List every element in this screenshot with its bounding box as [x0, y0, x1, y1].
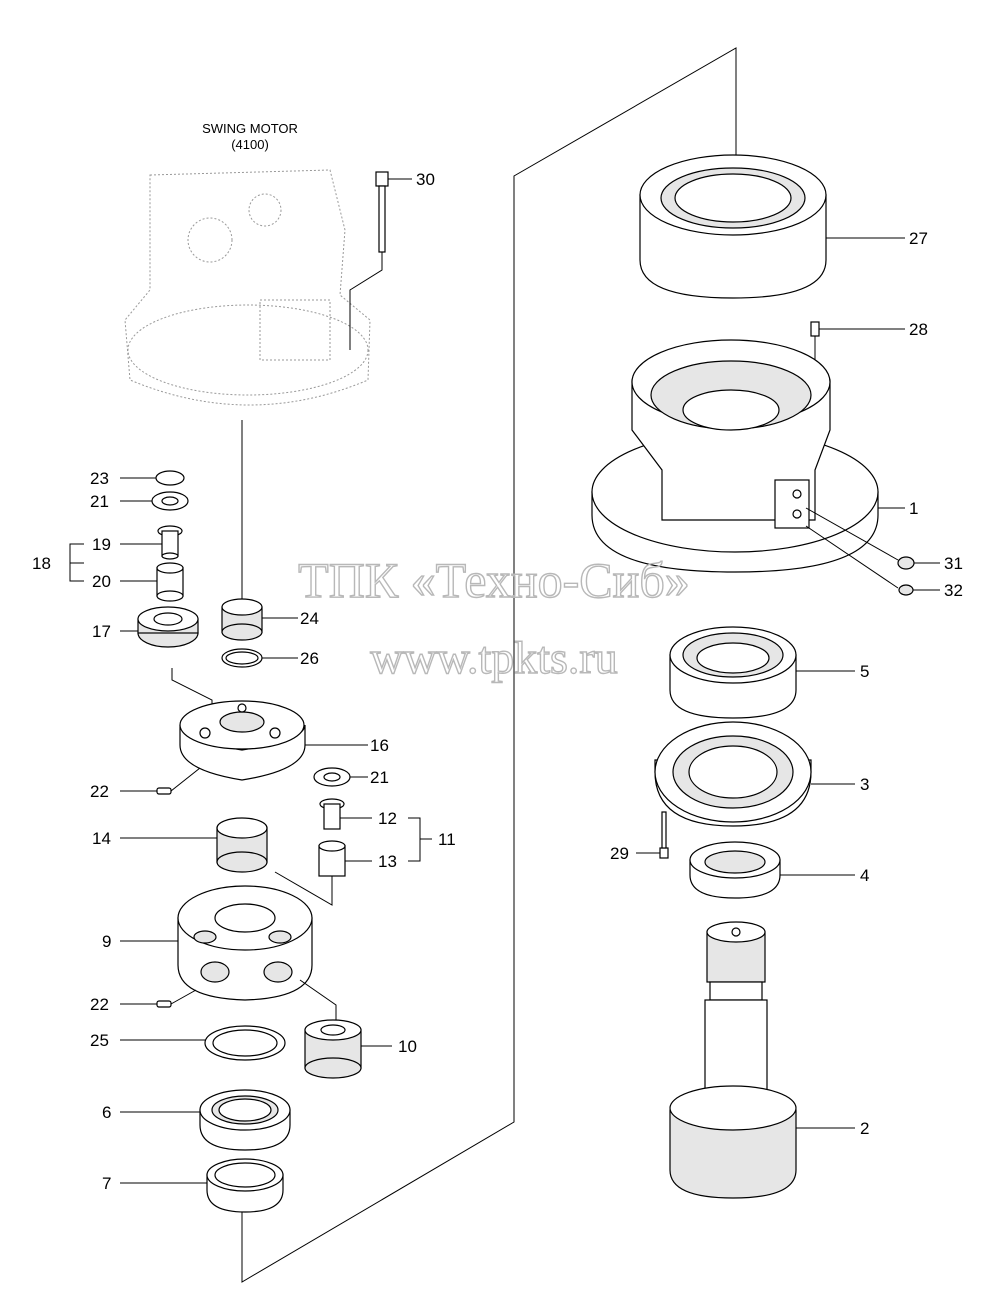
- part-7-ring: [206, 1158, 284, 1213]
- part-28-pin: [810, 321, 820, 337]
- callout-24: 24: [300, 609, 319, 628]
- callout-25: 25: [90, 1031, 109, 1050]
- callout-18: 18: [32, 554, 51, 573]
- part-22-pin-top: [156, 787, 172, 795]
- part-21-washer-mid: [313, 767, 351, 787]
- callout-10: 10: [398, 1037, 417, 1056]
- callout-14: 14: [92, 829, 111, 848]
- part-26-ring: [221, 648, 263, 668]
- callout-29: 29: [610, 844, 629, 863]
- part-2-pinion-shaft: [669, 921, 797, 1199]
- part-19-pin: [157, 525, 183, 560]
- callout-21: 21: [90, 492, 109, 511]
- watermark-company: ТПК «Техно-Сиб»: [298, 552, 690, 608]
- callout-26: 26: [300, 649, 319, 668]
- part-29-screw: [659, 811, 669, 859]
- swing-motor-title: SWING MOTOR: [202, 121, 298, 136]
- callout-5: 5: [860, 662, 869, 681]
- callout-6: 6: [102, 1103, 111, 1122]
- part-1-housing: [591, 339, 879, 573]
- callout-7: 7: [102, 1174, 111, 1193]
- callout-31: 31: [944, 554, 963, 573]
- callout-30: 30: [416, 170, 435, 189]
- callout-21-mid: 21: [370, 768, 389, 787]
- part-16-carrier: [179, 700, 306, 781]
- part-21-washer-top: [151, 491, 189, 511]
- callout-23: 23: [90, 469, 109, 488]
- part-10-planet-gear: [304, 1019, 362, 1079]
- part-22-pin-bottom: [156, 1000, 172, 1008]
- callout-12: 12: [378, 809, 397, 828]
- part-12-pin: [319, 798, 345, 830]
- callout-20: 20: [92, 572, 111, 591]
- part-32-plug: [898, 584, 914, 596]
- callout-22: 22: [90, 782, 109, 801]
- part-24-sun-gear: [221, 598, 263, 641]
- callout-2: 2: [860, 1119, 869, 1138]
- callout-1: 1: [909, 499, 918, 518]
- callout-16: 16: [370, 736, 389, 755]
- part-13-bushing: [318, 840, 346, 877]
- callout-27: 27: [909, 229, 928, 248]
- part-27-ring-gear: [639, 154, 827, 299]
- part-31-plug: [897, 556, 915, 570]
- callout-9: 9: [102, 932, 111, 951]
- callout-28: 28: [909, 320, 928, 339]
- part-14-sun-gear: [216, 817, 268, 873]
- part-3-seal-plate: [654, 721, 812, 827]
- part-30-bolt: [349, 171, 412, 350]
- part-6-bearing: [199, 1089, 291, 1151]
- part-9-carrier: [177, 885, 313, 1001]
- callout-17: 17: [92, 622, 111, 641]
- callout-11: 11: [438, 830, 456, 849]
- part-25-thrust-washer: [204, 1025, 286, 1061]
- swing-motor-ghost: [124, 169, 371, 406]
- part-5-roller-bearing: [669, 626, 797, 719]
- part-20-bushing: [156, 562, 184, 602]
- callout-19: 19: [92, 535, 111, 554]
- callout-3: 3: [860, 775, 869, 794]
- callout-13: 13: [378, 852, 397, 871]
- swing-motor-subtitle: (4100): [231, 137, 269, 152]
- callout-4: 4: [860, 866, 869, 885]
- watermark-url: www.tpkts.ru: [370, 632, 617, 683]
- assembly-path-line: [241, 47, 737, 1283]
- part-4-oil-seal: [689, 841, 781, 899]
- part-23-snap-ring: [155, 470, 185, 486]
- callout-32: 32: [944, 581, 963, 600]
- callout-22-lower: 22: [90, 995, 109, 1014]
- part-17-planet-gear: [137, 606, 199, 648]
